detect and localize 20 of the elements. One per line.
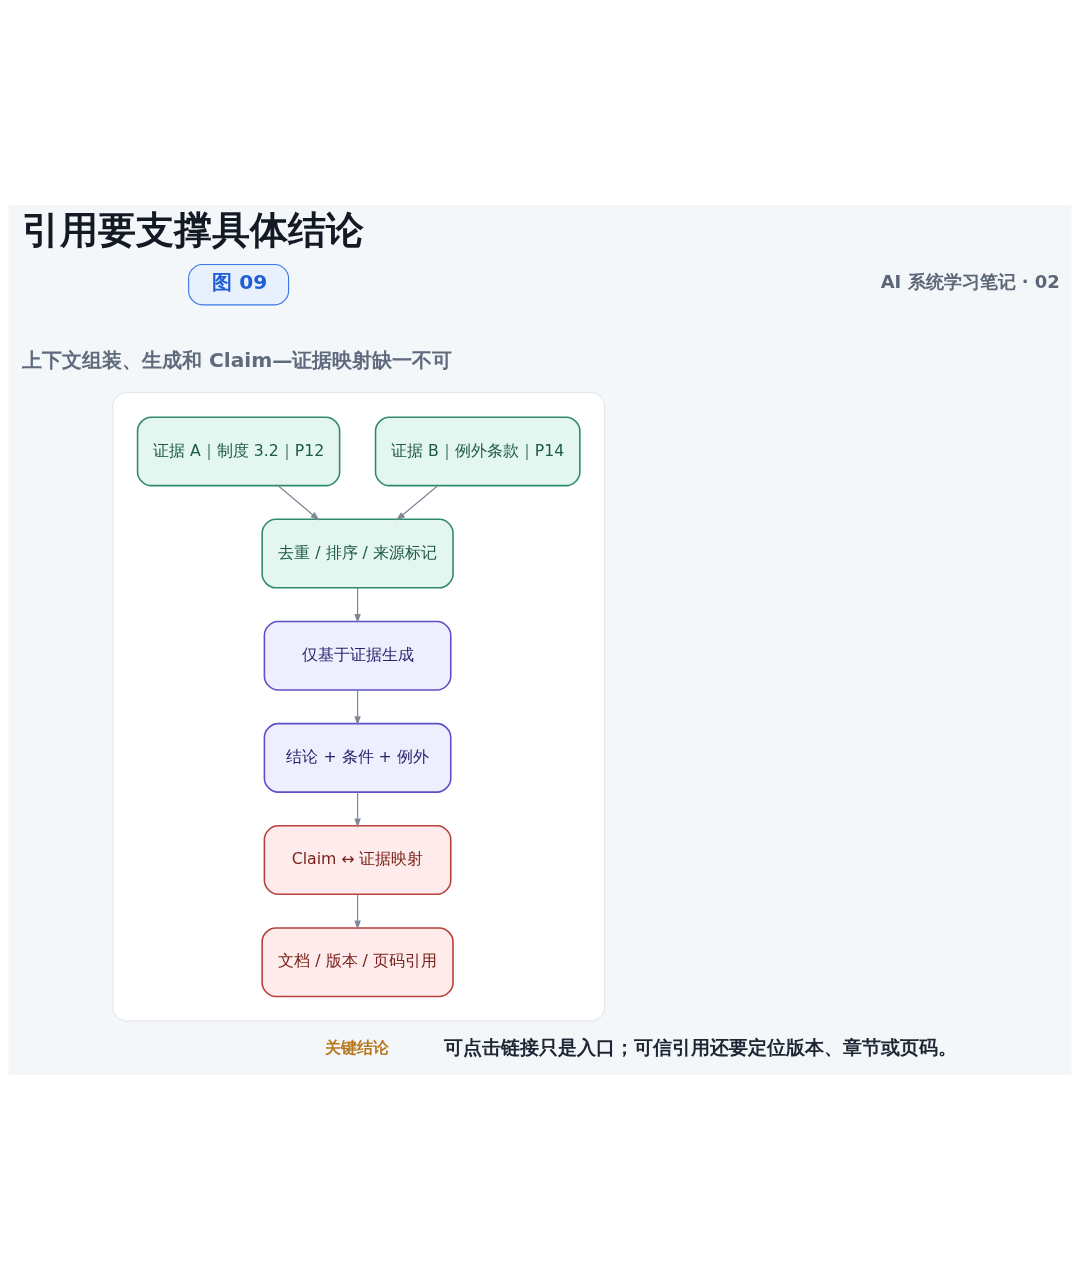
arrow	[395, 485, 439, 521]
diagram-title: 引用要支撑具体结论	[21, 208, 364, 253]
label: 可点击链接只是入口；可信引用还要定位版本、章节或页码。	[444, 1035, 958, 1058]
node-box: Claim ↔ 证据映射	[263, 825, 452, 896]
label: 上下文组装、生成和 Claim—证据映射缺一不可	[21, 348, 453, 373]
node-box: 证据 A｜制度 3.2｜P12	[136, 416, 341, 487]
label: 关键结论	[325, 1038, 390, 1058]
arrow	[277, 485, 320, 521]
arrow	[354, 587, 361, 624]
cluster	[112, 391, 606, 1022]
node-box: 仅基于证据生成	[263, 620, 452, 691]
arrow	[354, 689, 361, 726]
node-box: 结论 + 条件 + 例外	[263, 722, 452, 793]
node-box: 去重 / 排序 / 来源标记	[261, 518, 454, 589]
arrow	[354, 893, 361, 930]
node-box: 证据 B｜例外条款｜P14	[374, 416, 581, 487]
label: 图 09	[212, 269, 268, 294]
node-box: 文档 / 版本 / 页码引用	[261, 927, 454, 998]
label: AI 系统学习笔记 · 02	[880, 270, 1060, 292]
arrow	[354, 791, 361, 828]
